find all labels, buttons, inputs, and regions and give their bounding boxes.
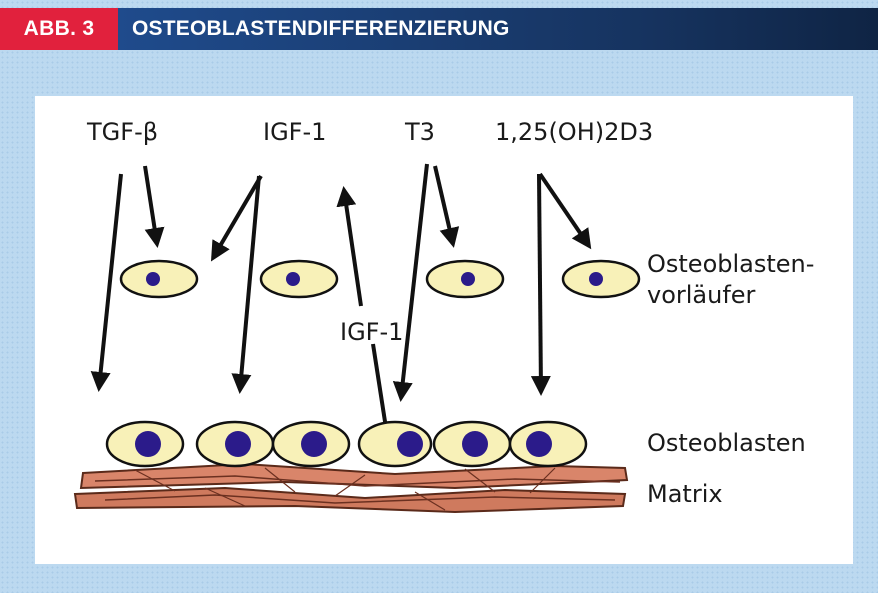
- arrow-d3-to-precursor: [540, 174, 589, 246]
- label-t3: T3: [404, 118, 435, 146]
- figure-header: ABB. 3 OSTEOBLASTENDIFFERENZIERUNG: [0, 8, 878, 50]
- label-precursor-line1: Osteoblasten-: [647, 250, 814, 278]
- label-tgf-beta: TGF-β: [86, 118, 158, 146]
- arrow-t3-to-precursor: [435, 166, 453, 244]
- osteoblast-cell: [510, 422, 586, 466]
- osteoblast-cell: [107, 422, 183, 466]
- bone-matrix: [75, 464, 627, 512]
- arrow-d3-to-osteoblasts: [539, 174, 541, 392]
- osteoblast-cell: [359, 422, 431, 466]
- arrow-secreted-igf1: [344, 190, 361, 306]
- label-osteoblasts: Osteoblasten: [647, 429, 806, 457]
- precursor-cell: [121, 261, 197, 297]
- igf1-source-line: [373, 344, 386, 428]
- label-matrix: Matrix: [647, 480, 723, 508]
- arrow-tgf-to-osteoblasts: [99, 174, 121, 388]
- precursor-cell: [427, 261, 503, 297]
- label-vitamin-d3: 1,25(OH)2D3: [495, 118, 653, 146]
- arrow-t3-to-osteoblasts: [401, 164, 427, 398]
- precursor-cell: [563, 261, 639, 297]
- diagram-panel: TGF-β IGF-1 T3 1,25(OH)2D3 IGF-1: [35, 96, 853, 564]
- label-precursor-line2: vorläufer: [647, 281, 756, 309]
- figure-title: OSTEOBLASTENDIFFERENZIERUNG: [118, 8, 878, 50]
- arrow-tgf-to-precursor: [145, 166, 157, 244]
- label-igf1-secreted: IGF-1: [340, 318, 403, 346]
- precursor-cells: [121, 261, 639, 297]
- osteoblast-cell: [197, 422, 273, 466]
- osteoblast-cells: [107, 422, 586, 466]
- figure-number: ABB. 3: [0, 8, 118, 50]
- label-igf1: IGF-1: [263, 118, 326, 146]
- osteoblast-cell: [434, 422, 510, 466]
- osteoblast-cell: [273, 422, 349, 466]
- osteoblast-diagram: TGF-β IGF-1 T3 1,25(OH)2D3 IGF-1: [35, 96, 853, 564]
- precursor-cell: [261, 261, 337, 297]
